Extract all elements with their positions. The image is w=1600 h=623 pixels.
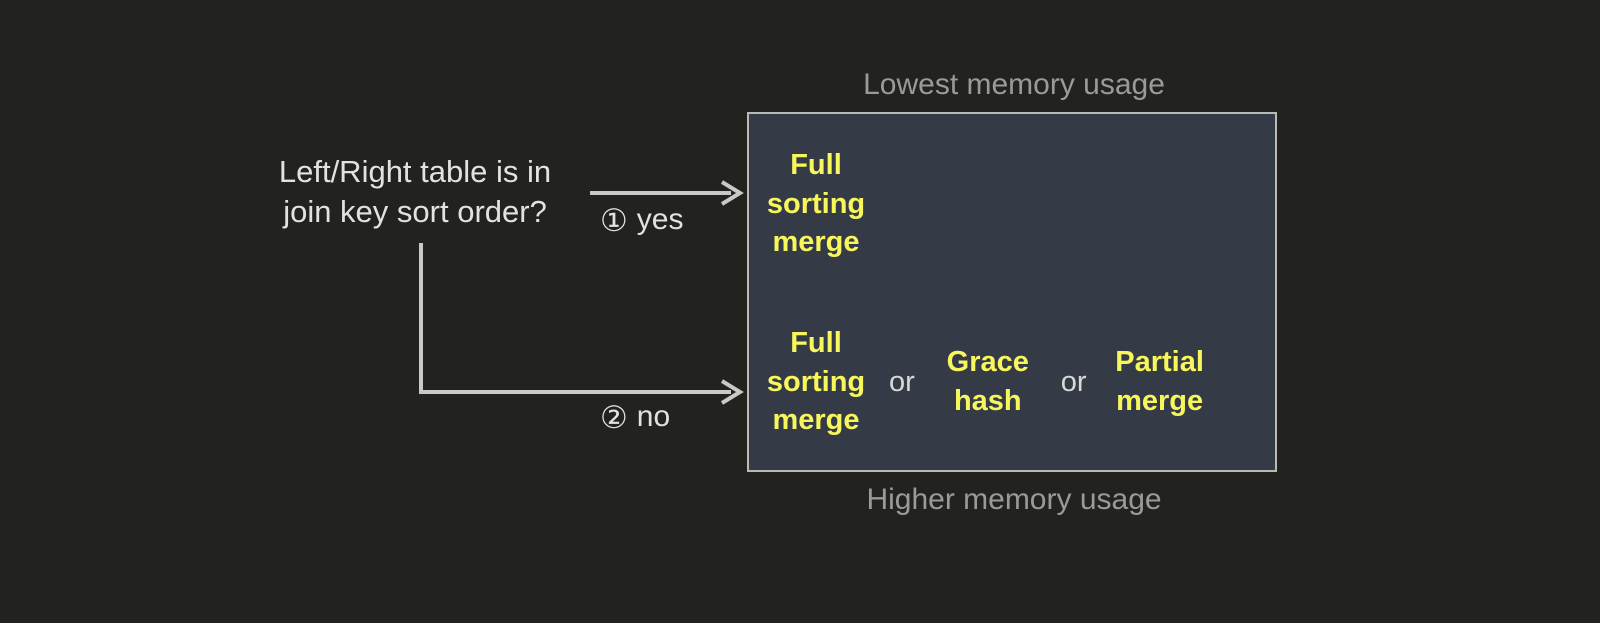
option-separator-or-1: or: [889, 365, 915, 398]
circled-number-2-icon: ②: [600, 399, 628, 435]
option-full-sorting-merge-sorted: Full sorting merge: [766, 149, 866, 259]
option-separator-or-2: or: [1060, 365, 1087, 398]
sorted-input-options-row: Full sorting merge: [749, 134, 1283, 274]
join-algorithm-panel: Full sorting merge Full sorting merge or…: [747, 112, 1277, 472]
caption-lowest-memory: Lowest memory usage: [863, 68, 1165, 101]
option-grace-hash: Grace hash: [946, 346, 1029, 417]
circled-number-1-icon: ①: [600, 202, 628, 238]
caption-higher-memory: Higher memory usage: [866, 483, 1162, 516]
branch-yes-text: yes: [636, 203, 684, 236]
arrow-no-branch: [419, 243, 744, 405]
arrow-yes-branch: [590, 180, 744, 206]
option-partial-merge: Partial merge: [1115, 346, 1204, 417]
branch-label-no: ② no: [600, 400, 670, 434]
option-full-sorting-merge-unsorted: Full sorting merge: [766, 327, 866, 437]
branch-label-yes: ① yes: [600, 203, 683, 237]
branch-no-text: no: [636, 400, 671, 433]
unsorted-input-options-row: Full sorting merge or Grace hash or Part…: [749, 312, 1283, 452]
decision-question: Left/Right table is in join key sort ord…: [278, 154, 552, 229]
